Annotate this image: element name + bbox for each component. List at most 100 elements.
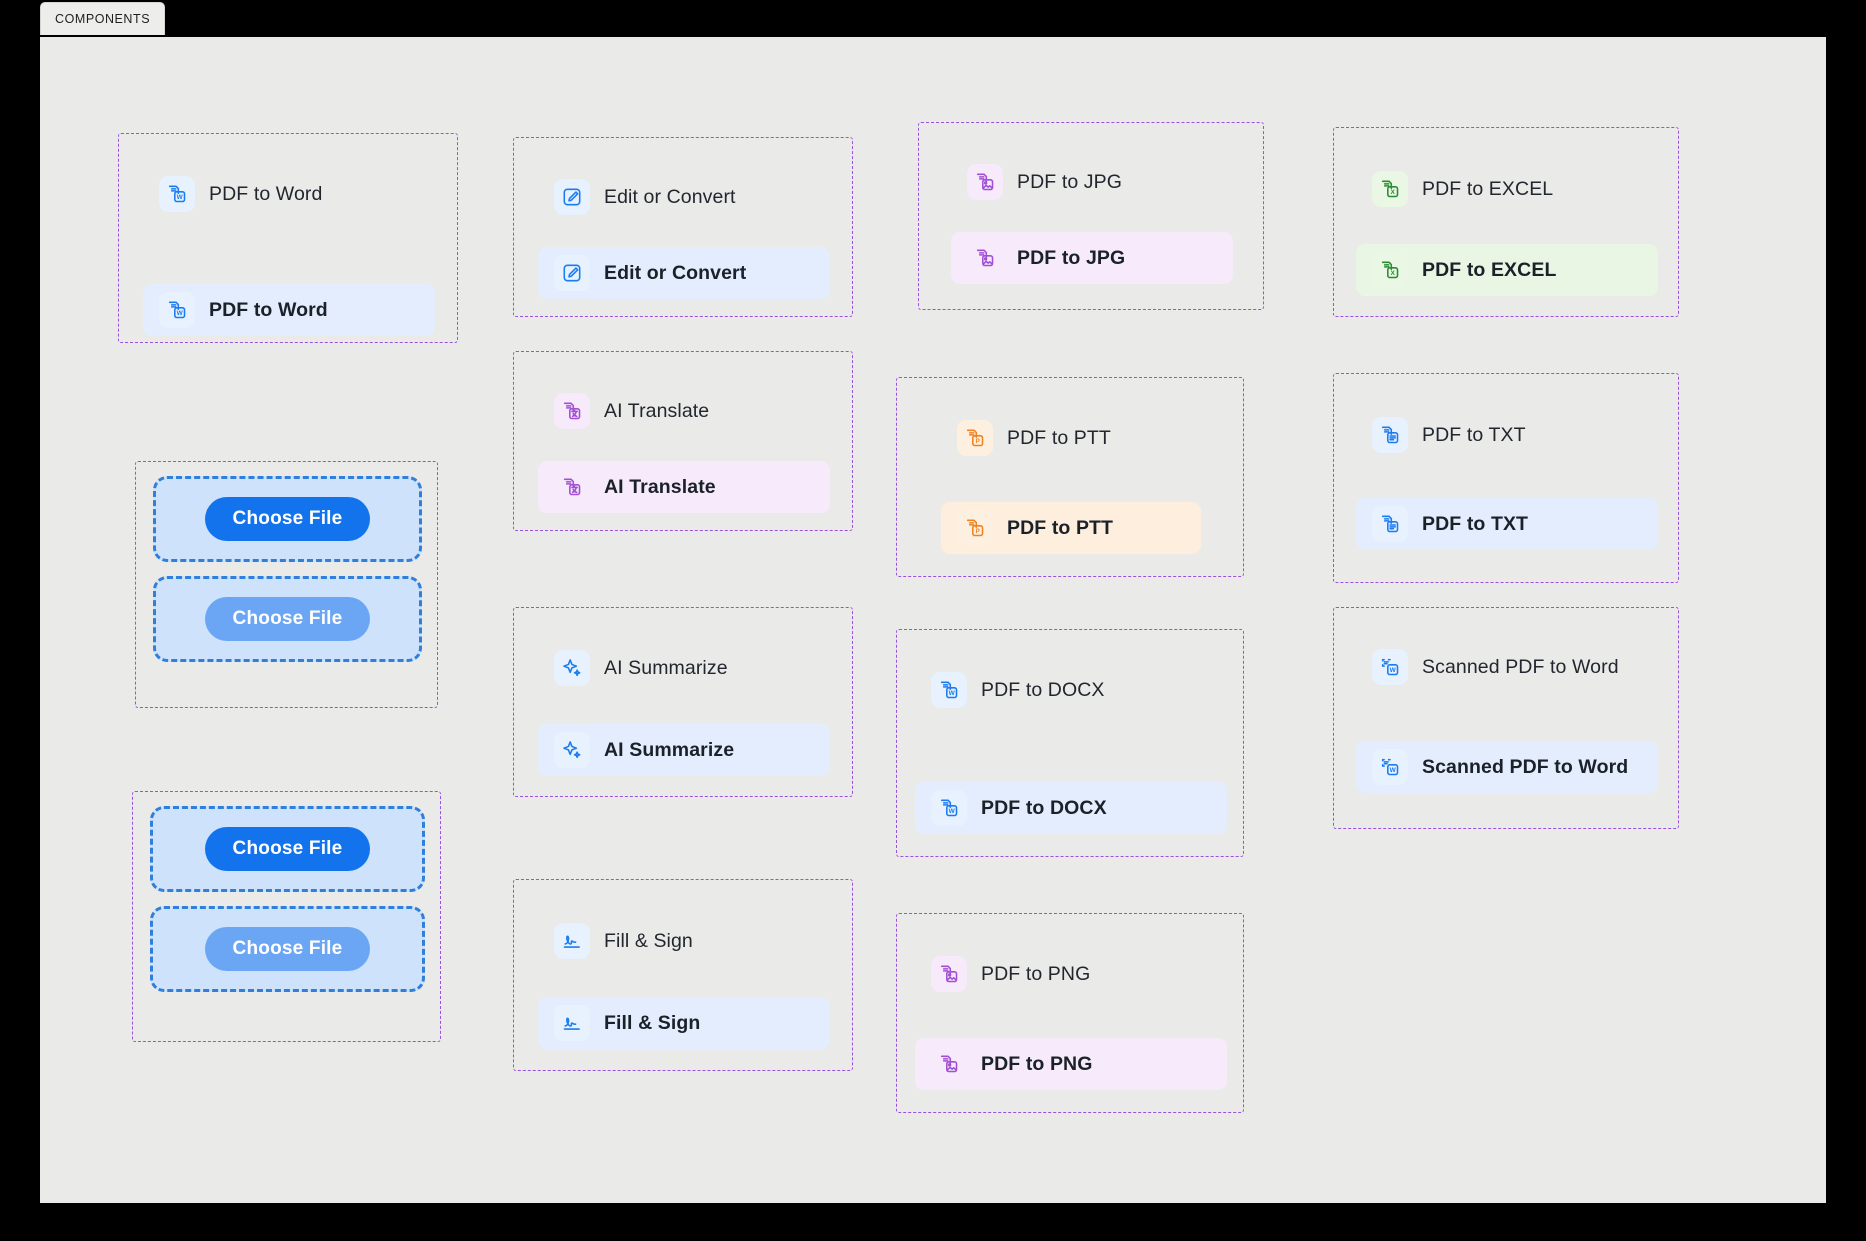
frame-ai-summarize[interactable]: AI Summarize AI Summarize xyxy=(513,607,853,797)
menu-item-pdf-to-ptt[interactable]: P PDF to PTT xyxy=(941,412,1201,464)
svg-text:P: P xyxy=(975,438,980,445)
word-doc-icon: W xyxy=(159,292,195,328)
menu-item-label: PDF to PNG xyxy=(981,1052,1093,1075)
menu-item-fill-and-sign-hover[interactable]: Fill & Sign xyxy=(538,997,830,1049)
menu-item-pdf-to-docx[interactable]: W PDF to DOCX xyxy=(915,664,1227,716)
frame-pdf-to-ptt[interactable]: P PDF to PTT P PDF to PTT xyxy=(896,377,1244,577)
frame-dropzone-a[interactable]: Choose File Choose File xyxy=(135,461,438,708)
tab-bar: COMPONENTS xyxy=(0,0,1866,37)
menu-item-pdf-to-jpg-hover[interactable]: PDF to JPG xyxy=(951,232,1233,284)
svg-text:P: P xyxy=(975,528,980,535)
menu-item-pdf-to-excel[interactable]: X PDF to EXCEL xyxy=(1356,163,1658,215)
image-doc-icon xyxy=(931,956,967,992)
menu-item-label: Edit or Convert xyxy=(604,185,736,208)
menu-item-label: PDF to EXCEL xyxy=(1422,177,1554,200)
menu-item-label: AI Summarize xyxy=(604,656,728,679)
menu-item-label: Fill & Sign xyxy=(604,1011,701,1034)
menu-item-label: Scanned PDF to Word xyxy=(1422,755,1629,778)
menu-item-label: PDF to Word xyxy=(209,298,328,321)
frame-pdf-to-txt[interactable]: PDF to TXT PDF to TXT xyxy=(1333,373,1679,583)
menu-item-label: PDF to DOCX xyxy=(981,678,1105,701)
menu-item-ai-summarize[interactable]: AI Summarize xyxy=(538,642,830,694)
menu-item-pdf-to-png-hover[interactable]: PDF to PNG xyxy=(915,1038,1227,1090)
menu-item-label: Scanned PDF to Word xyxy=(1422,655,1619,678)
menu-item-scanned-pdf-to-word-hover[interactable]: W Scanned PDF to Word xyxy=(1356,741,1658,793)
word-doc-icon: W xyxy=(931,790,967,826)
frame-pdf-to-jpg[interactable]: PDF to JPG PDF to JPG xyxy=(918,122,1264,310)
menu-item-edit-or-convert-hover[interactable]: Edit or Convert xyxy=(538,247,830,299)
tab-components[interactable]: COMPONENTS xyxy=(40,2,166,35)
menu-item-fill-and-sign[interactable]: Fill & Sign xyxy=(538,915,830,967)
menu-item-edit-or-convert[interactable]: Edit or Convert xyxy=(538,171,830,223)
menu-item-label: PDF to JPG xyxy=(1017,170,1123,193)
menu-item-pdf-to-ptt-hover[interactable]: P PDF to PTT xyxy=(941,502,1201,554)
frame-pdf-to-png[interactable]: PDF to PNG PDF to PNG xyxy=(896,913,1244,1113)
menu-item-ai-translate-hover[interactable]: AI Translate xyxy=(538,461,830,513)
menu-item-pdf-to-excel-hover[interactable]: X PDF to EXCEL xyxy=(1356,244,1658,296)
frame-edit-convert[interactable]: Edit or Convert Edit or Convert xyxy=(513,137,853,317)
sparkle-icon xyxy=(554,650,590,686)
menu-item-label: AI Summarize xyxy=(604,738,735,761)
dropzone-hover-2[interactable]: Choose File xyxy=(150,906,425,992)
scan-word-doc-icon: W xyxy=(1372,749,1408,785)
dropzone-hover[interactable]: Choose File xyxy=(153,576,422,662)
word-doc-icon: W xyxy=(931,672,967,708)
frame-pdf-to-docx[interactable]: W PDF to DOCX W PDF to DOCX xyxy=(896,629,1244,857)
dropzone-default-2[interactable]: Choose File xyxy=(150,806,425,892)
choose-file-button[interactable]: Choose File xyxy=(204,827,371,871)
menu-item-ai-summarize-hover[interactable]: AI Summarize xyxy=(538,724,830,776)
svg-text:W: W xyxy=(949,808,956,815)
choose-file-button[interactable]: Choose File xyxy=(204,497,371,541)
menu-item-label: PDF to PTT xyxy=(1007,516,1114,539)
translate-doc-icon xyxy=(554,469,590,505)
menu-item-pdf-to-word-hover[interactable]: W PDF to Word xyxy=(143,284,435,336)
svg-text:W: W xyxy=(1390,767,1397,774)
frame-pdf-to-excel[interactable]: X PDF to EXCEL X PDF to EXCEL xyxy=(1333,127,1679,317)
menu-item-label: Edit or Convert xyxy=(604,261,747,284)
menu-item-pdf-to-word[interactable]: W PDF to Word xyxy=(143,168,435,220)
menu-item-pdf-to-png[interactable]: PDF to PNG xyxy=(915,948,1227,1000)
frame-dropzone-b[interactable]: Choose File Choose File xyxy=(132,791,441,1042)
menu-item-pdf-to-docx-hover[interactable]: W PDF to DOCX xyxy=(915,782,1227,834)
menu-item-ai-translate[interactable]: AI Translate xyxy=(538,385,830,437)
signature-icon xyxy=(554,923,590,959)
pencil-square-icon xyxy=(554,179,590,215)
menu-item-label: PDF to DOCX xyxy=(981,796,1107,819)
menu-item-label: PDF to PTT xyxy=(1007,426,1111,449)
excel-doc-icon: X xyxy=(1372,171,1408,207)
powerpoint-doc-icon: P xyxy=(957,420,993,456)
scan-word-doc-icon: W xyxy=(1372,649,1408,685)
frame-scanned-word[interactable]: W Scanned PDF to Word W Scanned PDF to W… xyxy=(1333,607,1679,829)
menu-item-pdf-to-txt[interactable]: PDF to TXT xyxy=(1356,409,1658,461)
menu-item-label: PDF to EXCEL xyxy=(1422,258,1557,281)
menu-item-pdf-to-txt-hover[interactable]: PDF to TXT xyxy=(1356,498,1658,550)
frame-pdf-to-word[interactable]: W PDF to Word W PDF to Word xyxy=(118,133,458,343)
menu-item-label: PDF to PNG xyxy=(981,962,1091,985)
choose-file-button[interactable]: Choose File xyxy=(204,597,371,641)
image-doc-icon xyxy=(967,240,1003,276)
text-doc-icon xyxy=(1372,506,1408,542)
design-canvas[interactable]: W PDF to Word W PDF to Word Choose File xyxy=(40,37,1826,1203)
menu-item-scanned-pdf-to-word[interactable]: W Scanned PDF to Word xyxy=(1356,641,1658,693)
word-doc-icon: W xyxy=(159,176,195,212)
translate-doc-icon xyxy=(554,393,590,429)
menu-item-label: AI Translate xyxy=(604,399,710,422)
menu-item-pdf-to-jpg[interactable]: PDF to JPG xyxy=(951,156,1233,208)
menu-item-label: PDF to Word xyxy=(209,182,323,205)
menu-item-label: PDF to JPG xyxy=(1017,246,1126,269)
powerpoint-doc-icon: P xyxy=(957,510,993,546)
excel-doc-icon: X xyxy=(1372,252,1408,288)
sparkle-icon xyxy=(554,732,590,768)
svg-text:W: W xyxy=(177,194,184,201)
image-doc-icon xyxy=(967,164,1003,200)
menu-item-label: Fill & Sign xyxy=(604,929,693,952)
choose-file-button[interactable]: Choose File xyxy=(204,927,371,971)
menu-item-label: AI Translate xyxy=(604,475,716,498)
dropzone-default[interactable]: Choose File xyxy=(153,476,422,562)
frame-fill-sign[interactable]: Fill & Sign Fill & Sign xyxy=(513,879,853,1071)
svg-text:X: X xyxy=(1390,189,1395,196)
frame-ai-translate[interactable]: AI Translate AI Translate xyxy=(513,351,853,531)
signature-icon xyxy=(554,1005,590,1041)
svg-text:W: W xyxy=(949,690,956,697)
